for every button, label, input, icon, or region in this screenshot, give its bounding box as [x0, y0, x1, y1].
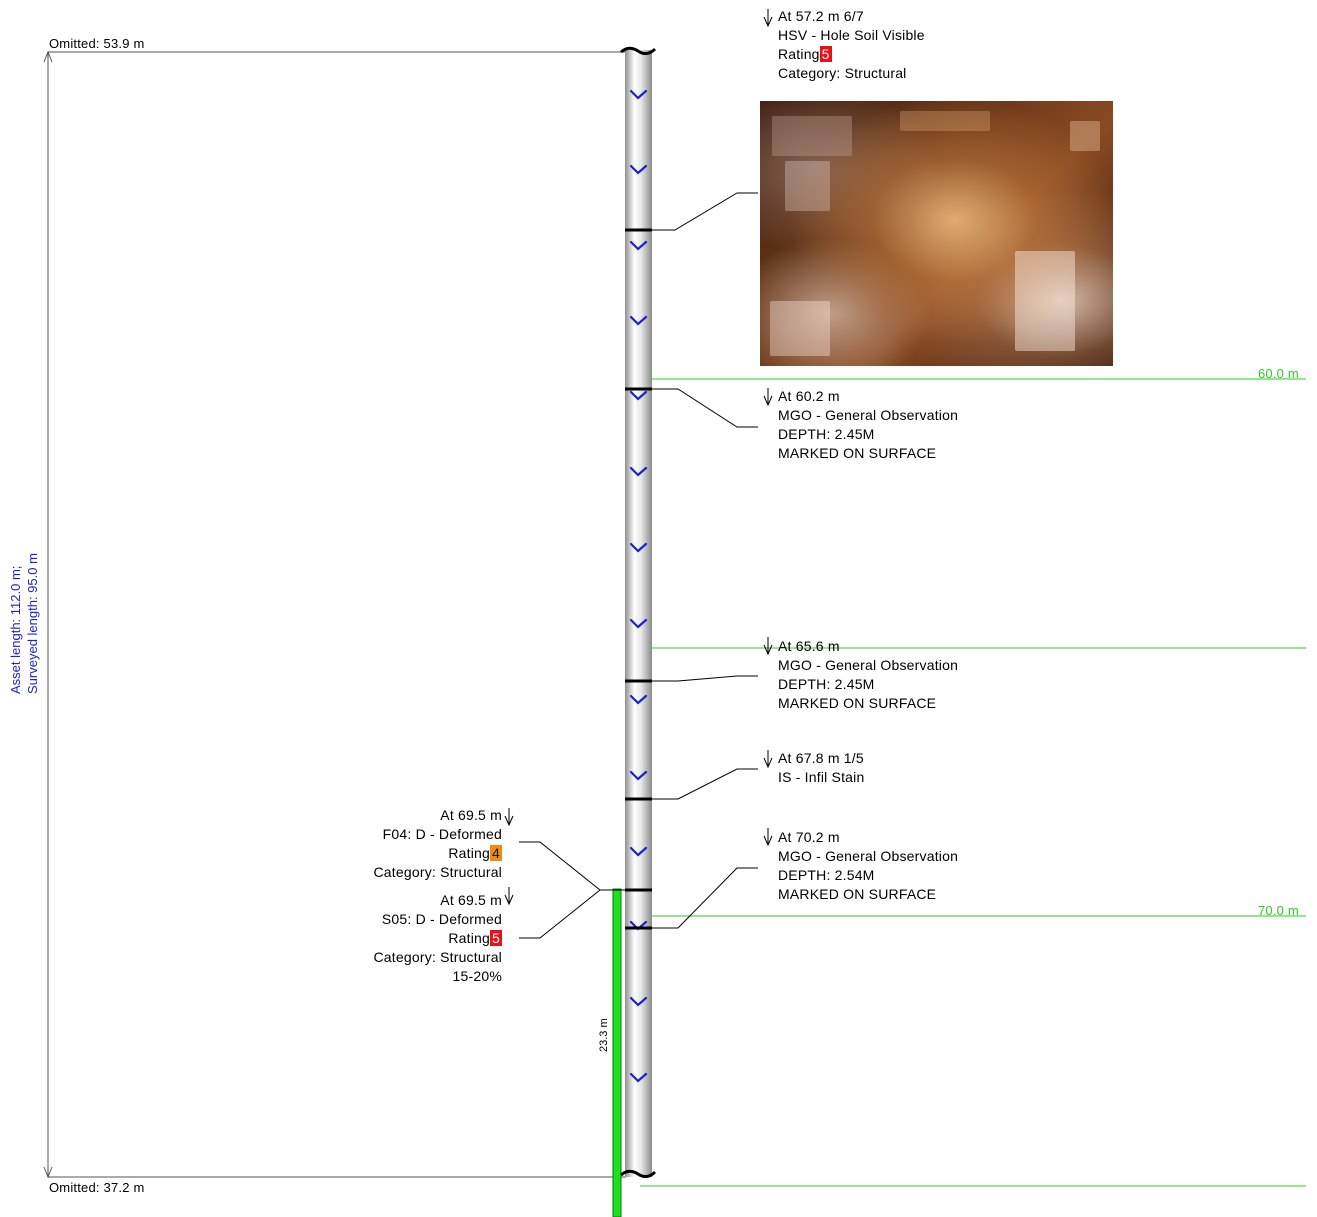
flow-direction-arrows — [629, 89, 648, 1083]
pipe-break-top — [620, 46, 657, 56]
omitted-top-label: Omitted: 53.9 m — [49, 36, 145, 51]
mgo2-depth: DEPTH: 2.45M — [778, 676, 875, 692]
f04-category: Category: Structural — [373, 864, 502, 880]
mgo2-code: MGO - General Observation — [778, 657, 959, 673]
observation-hsv: At 57.2 m 6/7 HSV - Hole Soil Visible Ra… — [778, 7, 925, 83]
mgo1-code: MGO - General Observation — [778, 407, 959, 423]
hsv-position: At 57.2 m 6/7 — [778, 8, 864, 24]
observation-mgo-60-2: At 60.2 m MGO - General Observation DEPT… — [778, 387, 958, 463]
mgo1-position: At 60.2 m — [778, 388, 840, 404]
cctv-photo[interactable] — [760, 101, 1113, 366]
hsv-category: Category: Structural — [778, 65, 907, 81]
distance-marker-lines — [640, 378, 1306, 1187]
s05-code: S05: D - Deformed — [381, 911, 502, 927]
dimension-lines — [43, 50, 626, 1179]
position-down-arrows — [504, 9, 773, 906]
mgo2-position: At 65.6 m — [778, 638, 840, 654]
f04-position: At 69.5 m — [440, 807, 502, 823]
mgo1-depth: DEPTH: 2.45M — [778, 426, 875, 442]
pipe-body — [625, 50, 652, 1177]
f04-code: F04: D - Deformed — [382, 826, 502, 842]
f04-rating-badge: 4 — [490, 845, 502, 861]
observation-mgo-65-6: At 65.6 m MGO - General Observation DEPT… — [778, 637, 958, 713]
s05-position: At 69.5 m — [440, 892, 502, 908]
distance-marker-70: 70.0 m — [1258, 903, 1299, 918]
observation-is-67-8: At 67.8 m 1/5 IS - Infil Stain — [778, 749, 864, 787]
surveyed-length-label: Surveyed length: 95.0 m — [25, 553, 40, 694]
mgo3-code: MGO - General Observation — [778, 848, 959, 864]
observation-mgo-70-2: At 70.2 m MGO - General Observation DEPT… — [778, 828, 958, 904]
s05-extra: 15-20% — [452, 968, 502, 984]
hsv-rating-badge: 5 — [819, 46, 832, 62]
s05-category: Category: Structural — [373, 949, 502, 965]
mgo3-position: At 70.2 m — [778, 829, 840, 845]
length-summary: Asset length: 112.0 m; Surveyed length: … — [7, 553, 41, 694]
hsv-rating-label: Rating — [778, 46, 820, 62]
is-code: IS - Infil Stain — [778, 769, 865, 785]
segment-length-label: 23.3 m — [598, 1018, 610, 1052]
s05-rating-label: Rating — [448, 930, 490, 946]
f04-rating-label: Rating — [448, 845, 490, 861]
segment-length-bar — [612, 888, 622, 1217]
mgo2-note: MARKED ON SURFACE — [778, 695, 937, 711]
pipe-break-bottom — [620, 1169, 657, 1179]
omitted-bottom-label: Omitted: 37.2 m — [49, 1180, 145, 1195]
distance-marker-60: 60.0 m — [1258, 366, 1299, 381]
s05-rating-badge: 5 — [490, 930, 502, 946]
hsv-code: HSV - Hole Soil Visible — [778, 27, 925, 43]
asset-length-label: Asset length: 112.0 m; — [8, 565, 23, 694]
mgo3-depth: DEPTH: 2.54M — [778, 867, 875, 883]
observation-ticks — [625, 228, 652, 930]
mgo1-note: MARKED ON SURFACE — [778, 445, 937, 461]
mgo3-note: MARKED ON SURFACE — [778, 886, 937, 902]
is-position: At 67.8 m 1/5 — [778, 750, 864, 766]
leader-lines — [519, 192, 758, 939]
